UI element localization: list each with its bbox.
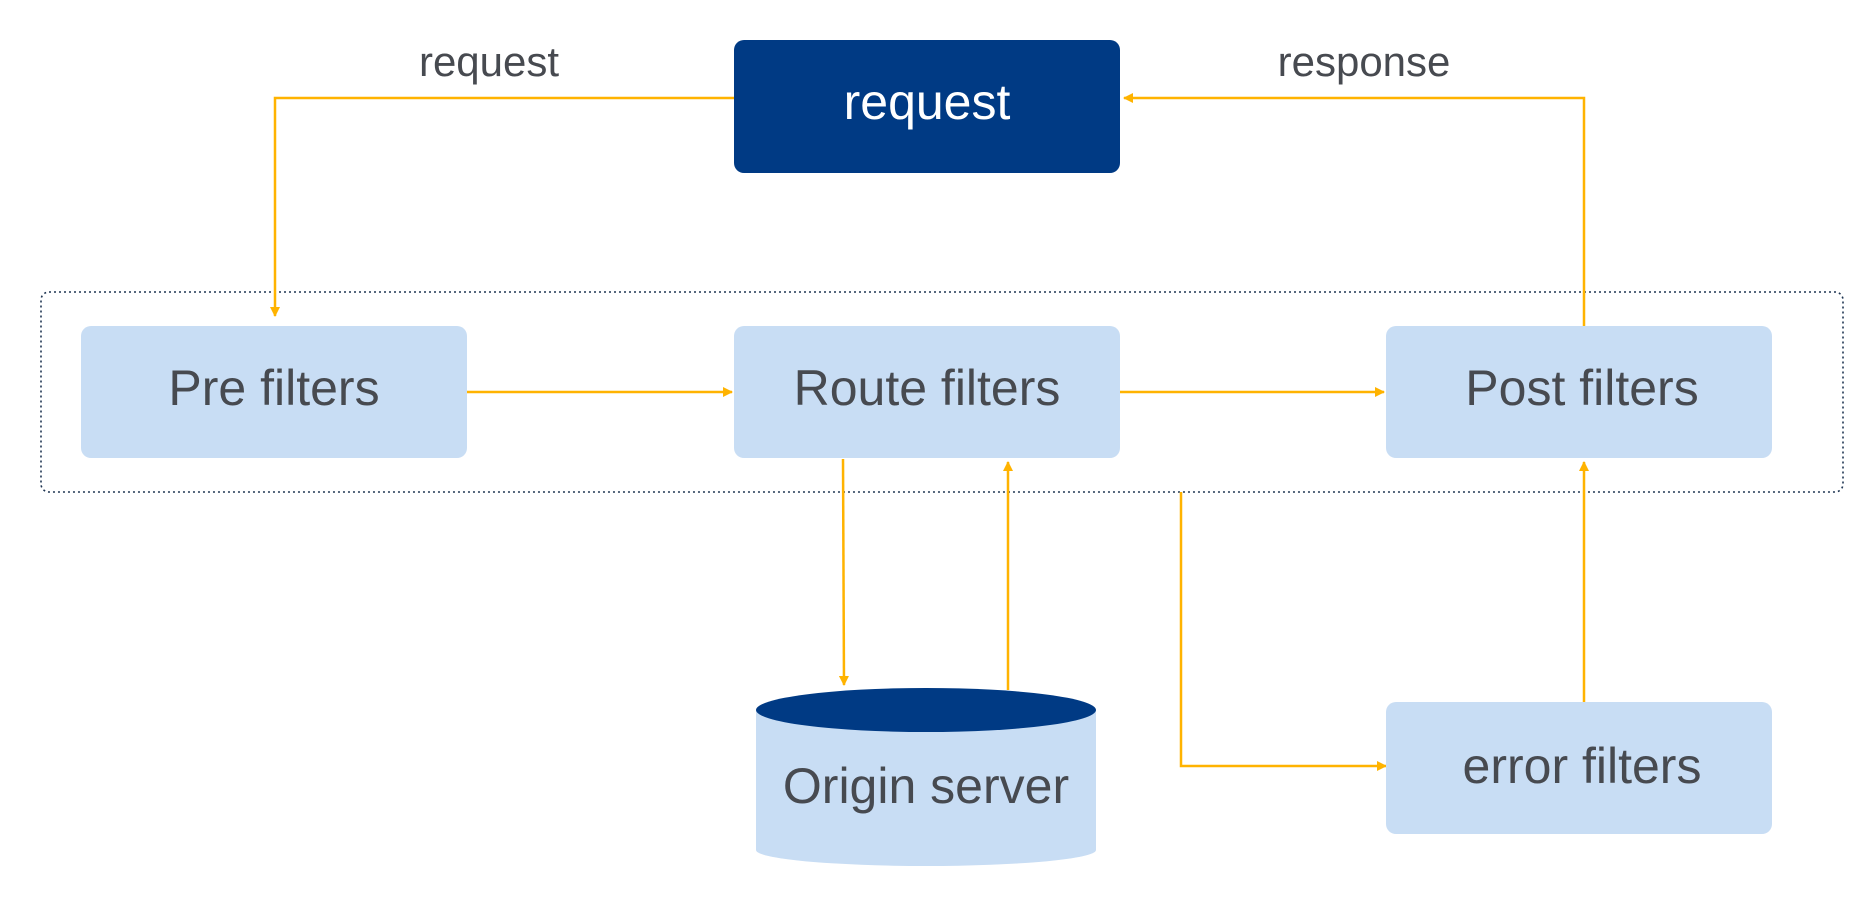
edge-request-to-pre-filters — [270, 96, 734, 317]
node-error-filters-label: error filters — [1463, 738, 1702, 794]
node-request-box — [734, 40, 1120, 173]
node-request-label: request — [844, 74, 1011, 130]
node-route-filters-box — [734, 326, 1120, 458]
edge-route-to-origin — [838, 458, 849, 686]
origin-server-cylinder-top — [756, 688, 1096, 732]
node-error-filters-box — [1386, 702, 1772, 834]
edge-group-to-error — [1179, 492, 1387, 771]
node-error-filters: error filters — [1386, 702, 1772, 834]
node-route-filters-label: Route filters — [794, 360, 1061, 416]
node-request: request — [734, 40, 1120, 173]
node-route-filters: Route filters — [734, 326, 1120, 458]
filter-group-container — [40, 291, 1844, 493]
node-pre-filters-box — [81, 326, 467, 458]
node-post-filters-box — [1386, 326, 1772, 458]
node-post-filters: Post filters — [1386, 326, 1772, 458]
node-origin-server-label: Origin server — [783, 758, 1069, 814]
edge-post-to-request-response — [1123, 93, 1586, 326]
node-pre-filters: Pre filters — [81, 326, 467, 458]
origin-server-cylinder-body — [756, 710, 1096, 866]
edge-label-request: request — [419, 38, 559, 85]
edge-label-response: response — [1278, 38, 1451, 85]
node-pre-filters-label: Pre filters — [168, 360, 379, 416]
node-post-filters-label: Post filters — [1465, 360, 1698, 416]
node-origin-server: Origin server — [756, 688, 1096, 866]
edges — [270, 93, 1589, 771]
